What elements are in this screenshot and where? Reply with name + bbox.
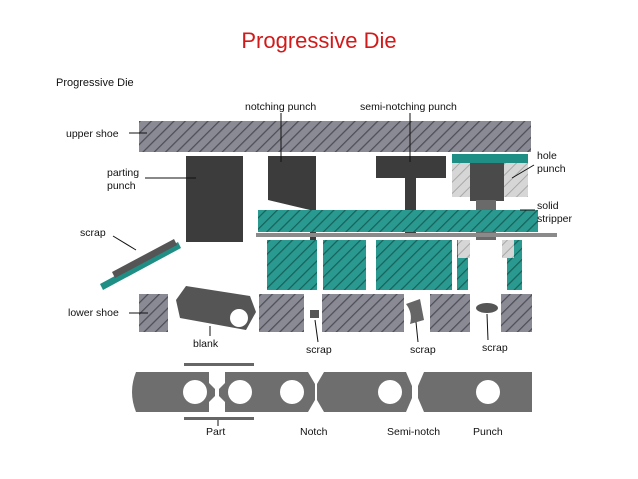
- semi-notching-punch-label: semi-notching punch: [360, 101, 457, 113]
- die-insert-left: [458, 240, 470, 258]
- hole-punch-label-2: punch: [537, 163, 566, 175]
- upper-shoe: [139, 121, 531, 152]
- die-block-1: [267, 240, 317, 290]
- lower-shoe-block-3: [322, 294, 404, 332]
- parting-punch-label-2: punch: [107, 180, 136, 192]
- notching-punch: [268, 156, 316, 240]
- strip-label-semi-notch: Semi-notch: [387, 426, 441, 438]
- falling-scrap-strip: [100, 242, 181, 290]
- hole-punch-label-1: hole: [537, 150, 557, 162]
- hole-punch-head: [470, 163, 504, 201]
- parting-punch: [186, 156, 243, 242]
- die-block-4: [457, 240, 468, 290]
- lower-shoe-block-4: [430, 294, 470, 332]
- die-block-3: [376, 240, 452, 290]
- blank-hole: [230, 309, 248, 327]
- stock-strip: [132, 363, 532, 420]
- falling-scrap-strip-top: [112, 239, 177, 278]
- lower-shoe-block-5: [501, 294, 532, 332]
- strip-label-punch: Punch: [473, 426, 503, 438]
- notch-scrap-label: scrap: [306, 344, 332, 356]
- blank-label: blank: [193, 338, 219, 350]
- hole-punch-holder: [452, 154, 528, 163]
- parting-punch-label-1: parting: [107, 167, 140, 179]
- strip-label-notch: Notch: [300, 426, 328, 438]
- die-block-2: [323, 240, 366, 290]
- solid-stripper-label-1: solid: [537, 200, 559, 212]
- notching-punch-label: notching punch: [245, 101, 317, 113]
- hole-scrap: [476, 303, 498, 313]
- semi-notching-punch: [376, 156, 446, 234]
- upper-shoe-label: upper shoe: [66, 128, 119, 140]
- feed-strip: [256, 233, 557, 237]
- diagram-subtitle: Progressive Die: [56, 77, 134, 89]
- semi-notch-scrap: [406, 299, 424, 324]
- die-insert-right: [502, 240, 514, 258]
- scrap-left-label: scrap: [80, 227, 106, 239]
- strip-label-part: Part: [206, 426, 226, 438]
- notch-scrap: [310, 310, 319, 318]
- lower-shoe-block-2: [259, 294, 304, 332]
- page-title: Progressive Die: [241, 28, 397, 53]
- semi-notch-scrap-label: scrap: [410, 344, 436, 356]
- lower-shoe-label: lower shoe: [68, 307, 119, 319]
- hole-scrap-label: scrap: [482, 342, 508, 354]
- solid-stripper: [258, 210, 538, 232]
- solid-stripper-label-2: stripper: [537, 213, 573, 225]
